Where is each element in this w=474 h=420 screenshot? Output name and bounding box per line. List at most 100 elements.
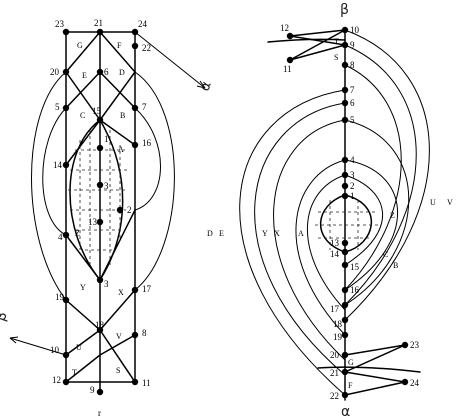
node-label: 14 <box>330 249 340 259</box>
node-label: 7 <box>350 85 355 95</box>
node-label: 3 <box>350 170 355 180</box>
region-label: Z <box>75 229 80 238</box>
node-label: 14 <box>53 160 63 170</box>
node-label: 8 <box>350 60 355 70</box>
region-label: B <box>393 261 398 270</box>
left-diagram: 23 21 24 22 20 6 7 5 15 16 1 14 3 2 13 4… <box>0 18 215 418</box>
node-label: 15 <box>350 262 360 272</box>
alpha-arrow-line <box>134 31 206 89</box>
node-label: 19 <box>333 332 343 342</box>
node-label: 5 <box>350 115 355 125</box>
arc-inner-right-1 <box>344 174 384 266</box>
right-outer-arc-2 <box>134 107 161 211</box>
top-cross-strand <box>267 38 346 43</box>
right-diagram: 12 10 9 11 8 7 6 5 4 3 2 1 13 14 15 16 1… <box>207 2 453 420</box>
node-label: 22 <box>142 43 151 53</box>
arc-right-3 <box>344 64 402 291</box>
top-fan <box>289 29 346 61</box>
arc-left-1 <box>239 89 346 396</box>
region-label: V <box>116 332 122 341</box>
beta-title-mark: β <box>340 2 349 18</box>
node-label: 3 <box>104 279 109 289</box>
node-label: 20 <box>50 67 60 77</box>
node-label: 13 <box>88 217 98 227</box>
node-label: 2 <box>350 181 355 191</box>
left-region-labels: G F E D C B A Z Y X V U T S <box>72 41 125 377</box>
node-label: 6 <box>350 98 355 108</box>
node-label: 9 <box>90 385 95 395</box>
node-label: 17 <box>142 284 152 294</box>
bottom-diagonal <box>65 334 136 383</box>
right-node-labels: 12 10 9 11 8 7 6 5 4 3 2 1 13 14 15 16 1… <box>280 23 420 401</box>
arc-left-4 <box>295 159 346 336</box>
right-region-labels: T S V U D E Y X A Z C B G F <box>207 37 453 390</box>
region-label: T <box>334 37 339 46</box>
node-label: 13 <box>330 238 340 248</box>
node-label: 22 <box>330 391 339 401</box>
node-label: 16 <box>350 285 360 295</box>
node-label: 1 <box>350 191 355 201</box>
region-label: A <box>118 145 124 154</box>
region-label: S <box>334 53 338 62</box>
node-label: 10 <box>50 345 60 355</box>
region-label: V <box>447 198 453 207</box>
bottom-fan <box>344 344 406 396</box>
node-label: 24 <box>410 378 420 388</box>
arc-inner-right-2 <box>344 159 398 291</box>
arc-left-5 <box>307 174 346 311</box>
node-label: 1 <box>104 134 109 144</box>
region-label: S <box>116 366 120 375</box>
beta-arrow-line <box>9 337 67 356</box>
node-label: 12 <box>52 375 61 385</box>
node-label: 11 <box>142 378 151 388</box>
arc-inner-right-3 <box>344 119 410 306</box>
right-nodes <box>286 26 409 399</box>
region-label: F <box>117 41 122 50</box>
region-label: X <box>118 288 124 297</box>
region-label: G <box>77 41 83 50</box>
node-label: 12 <box>280 23 289 33</box>
node-label: 21 <box>330 368 339 378</box>
arc-right-2 <box>344 44 417 306</box>
arc-left-2 <box>254 102 346 376</box>
node-label: 18 <box>333 319 343 329</box>
central-lens <box>69 119 124 281</box>
region-label: D <box>119 68 125 77</box>
node-label: 2 <box>127 205 132 215</box>
node-label: 8 <box>142 328 147 338</box>
node-label: 3 <box>104 181 109 191</box>
right-lens-grid <box>315 200 378 250</box>
node-label: 24 <box>138 19 148 29</box>
node-label: 16 <box>142 138 152 148</box>
region-label: U <box>76 343 82 352</box>
node-label: 15 <box>92 106 102 116</box>
alpha-label: α <box>197 79 215 93</box>
left-node-labels: 23 21 24 22 20 6 7 5 15 16 1 14 3 2 13 4… <box>50 18 152 395</box>
region-label: E <box>219 229 224 238</box>
arc-right-1 <box>344 29 430 321</box>
left-outer-arc-2 <box>42 107 67 236</box>
beta-label: β <box>0 309 11 323</box>
bottom-cross-strand <box>317 366 421 373</box>
region-label: Y <box>80 283 86 292</box>
node-label: 20 <box>330 350 340 360</box>
region-label: X <box>274 229 280 238</box>
region-label: D <box>207 229 213 238</box>
region-label: G <box>348 358 354 367</box>
node-label: 19 <box>55 292 65 302</box>
node-label: 9 <box>350 40 355 50</box>
alpha-bottom-label: α <box>341 404 350 420</box>
region-label: C <box>383 250 388 259</box>
bottom-label: r <box>98 408 101 418</box>
node-label: 10 <box>350 25 360 35</box>
node-label: 23 <box>55 19 65 29</box>
region-label: C <box>80 111 85 120</box>
left-nodes <box>62 28 139 396</box>
right-outer-arc-1 <box>134 71 175 291</box>
node-label: 7 <box>142 102 147 112</box>
region-label: F <box>348 381 353 390</box>
region-label: B <box>120 111 125 120</box>
region-label: E <box>82 71 87 80</box>
beta-arrow-head <box>9 336 19 344</box>
